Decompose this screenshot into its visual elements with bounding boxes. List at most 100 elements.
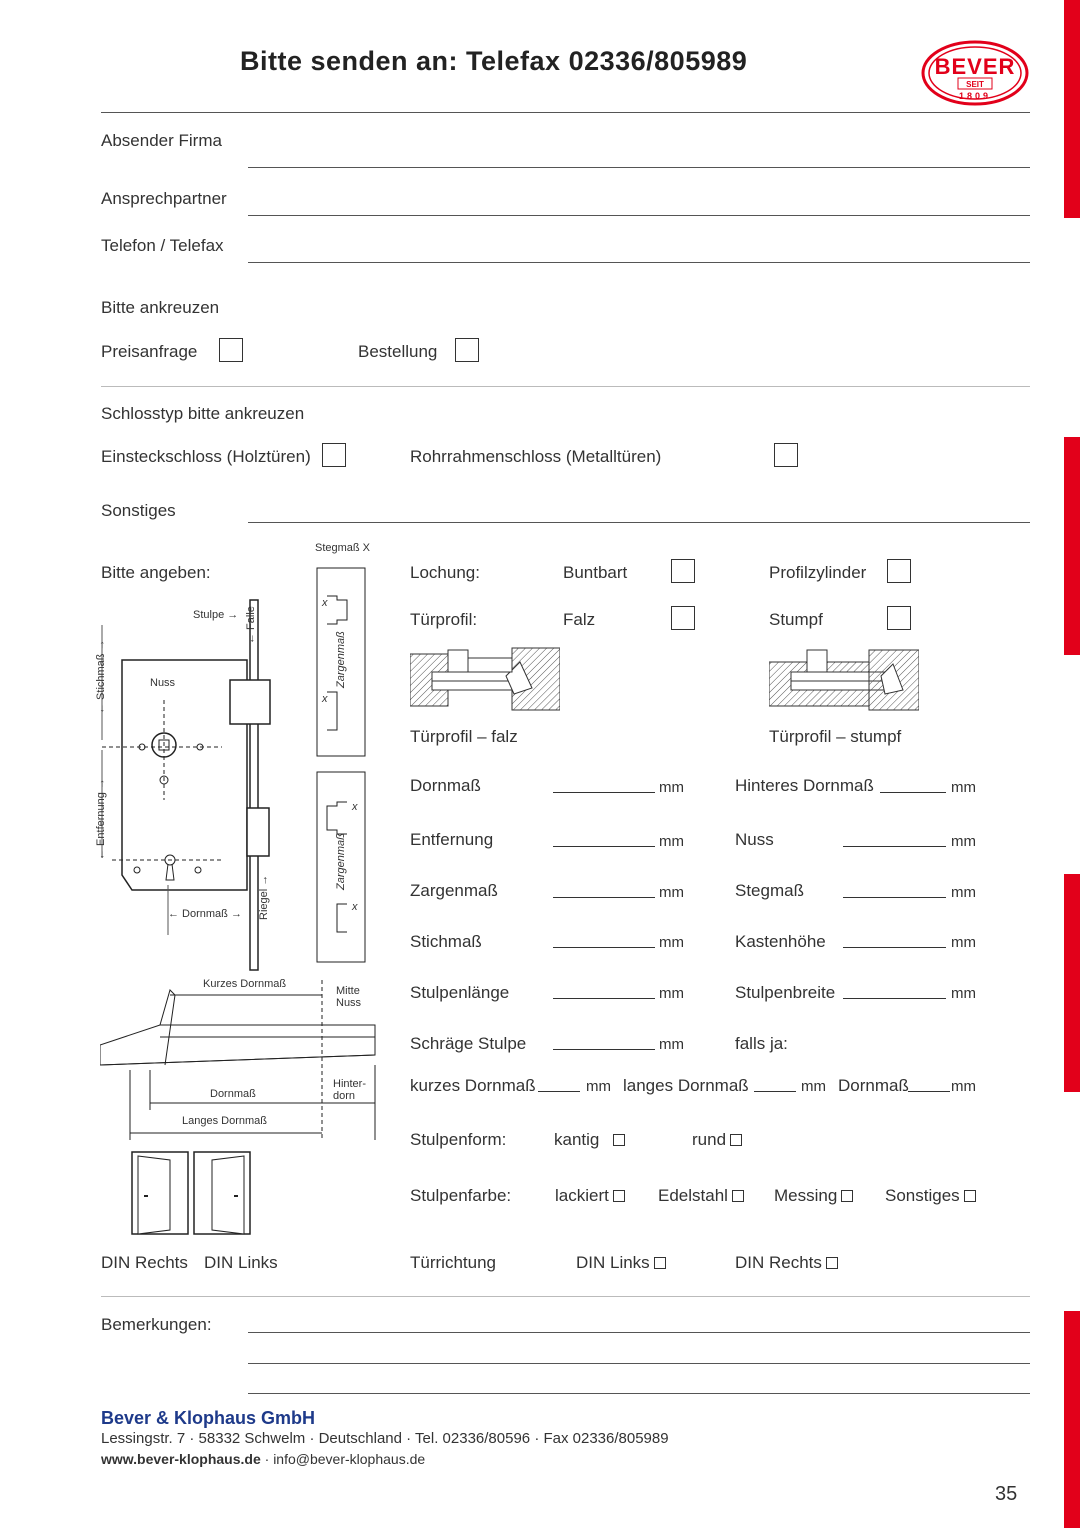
input-line[interactable] [553, 1049, 655, 1050]
checkbox-icon[interactable] [613, 1134, 626, 1146]
checkbox-icon[interactable] [612, 1190, 625, 1202]
unit: mm [659, 779, 684, 796]
rebate-label: Falz [563, 610, 596, 629]
input-line[interactable] [843, 998, 946, 999]
input-line[interactable] [553, 792, 655, 793]
bever-logo: BEVER SEIT 1809 [920, 40, 1030, 106]
short-backset-label: kurzes Dornmaß [410, 1076, 536, 1095]
short-backset-input[interactable] [538, 1091, 580, 1092]
header-divider [101, 112, 1030, 113]
unit: mm [951, 934, 976, 951]
color-option-other[interactable]: Sonstiges [885, 1187, 976, 1204]
door-left-icon [192, 1150, 252, 1236]
field-label: falls ja: [735, 1034, 788, 1053]
dornmass-label: ← Dornmaß → [168, 908, 242, 920]
input-line[interactable] [553, 846, 655, 847]
long-backset-label: langes Dornmaß [623, 1076, 749, 1095]
long-backset-dim: Langes Dornmaß [182, 1115, 267, 1127]
bit-key-checkbox[interactable] [671, 559, 695, 583]
checkbox-icon[interactable] [841, 1190, 854, 1202]
unit: mm [659, 934, 684, 951]
phone-field[interactable] [248, 262, 1030, 263]
door-profile-flush-drawing [768, 636, 920, 712]
remarks-line-2[interactable] [248, 1363, 1030, 1364]
field-label: Schräge Stulpe [410, 1034, 527, 1053]
input-line[interactable] [553, 897, 655, 898]
divider [101, 1296, 1030, 1297]
backset-input[interactable] [908, 1091, 950, 1092]
input-line[interactable] [553, 998, 655, 999]
company-label: Absender Firma [101, 131, 222, 150]
profile-cyl-checkbox[interactable] [887, 559, 911, 583]
other-label: Sonstiges [101, 501, 176, 520]
unit: mm [586, 1078, 611, 1095]
checkbox-icon[interactable] [963, 1190, 976, 1202]
color-option-painted[interactable]: lackiert [555, 1187, 625, 1204]
riegel-label: Riegel → [258, 874, 270, 920]
input-line[interactable] [843, 846, 946, 847]
svg-text:BEVER: BEVER [935, 54, 1016, 79]
remarks-line-1[interactable] [248, 1332, 1030, 1333]
quote-label: Preisanfrage [101, 342, 198, 361]
checkbox-icon[interactable] [730, 1134, 743, 1146]
side-tab-1 [1064, 0, 1080, 218]
center-follower-dim: Mitte Nuss [336, 985, 362, 1009]
x-marker: x [352, 901, 358, 913]
shape-option-angular[interactable]: kantig [554, 1131, 626, 1148]
footer-web[interactable]: www.bever-klophaus.de [101, 1451, 261, 1467]
checkbox-icon[interactable] [653, 1257, 666, 1269]
color-option-brass[interactable]: Messing [774, 1187, 854, 1204]
side-tab-2 [1064, 437, 1080, 655]
specs-prompt: Bitte angeben: [101, 563, 211, 582]
unit: mm [659, 985, 684, 1002]
field-label: Stulpenlänge [410, 983, 510, 1002]
rear-backset-dim: Hinter- dorn [333, 1078, 367, 1102]
unit: mm [659, 1036, 684, 1053]
backset-dim: Dornmaß [210, 1088, 256, 1100]
check-prompt: Bitte ankreuzen [101, 298, 220, 317]
unit: mm [951, 985, 976, 1002]
unit: mm [801, 1078, 826, 1095]
footer-address: Lessingstr. 7 · 58332 Schwelm · Deutschl… [101, 1430, 669, 1447]
stegmass-label: Stegmaß X [315, 542, 371, 554]
contact-field[interactable] [248, 215, 1030, 216]
checkbox-icon[interactable] [825, 1257, 838, 1269]
tube-frame-checkbox[interactable] [774, 443, 798, 467]
input-line[interactable] [843, 947, 946, 948]
short-backset-dim: Kurzes Dornmaß [203, 978, 287, 990]
direction-option-left[interactable]: DIN Links [576, 1254, 666, 1271]
unit: mm [951, 884, 976, 901]
company-field[interactable] [248, 167, 1030, 168]
unit: mm [659, 884, 684, 901]
color-option-steel[interactable]: Edelstahl [658, 1187, 744, 1204]
tube-frame-label: Rohrrahmenschloss (Metalltüren) [410, 447, 662, 466]
mortise-checkbox[interactable] [322, 443, 346, 467]
checkbox-icon[interactable] [731, 1190, 744, 1202]
remarks-line-3[interactable] [248, 1393, 1030, 1394]
input-line[interactable] [843, 897, 946, 898]
door-right-icon [130, 1150, 190, 1236]
side-tab-4 [1064, 1311, 1080, 1528]
quote-checkbox[interactable] [219, 338, 243, 362]
shape-option-round[interactable]: rund [692, 1131, 743, 1148]
field-label: Stichmaß [410, 932, 482, 951]
profile-cyl-label: Profilzylinder [769, 563, 867, 582]
unit: mm [951, 833, 976, 850]
flush-checkbox[interactable] [887, 606, 911, 630]
field-label: Hinteres Dornmaß [735, 776, 874, 795]
side-tab-3 [1064, 874, 1080, 1092]
rebate-checkbox[interactable] [671, 606, 695, 630]
long-backset-input[interactable] [754, 1091, 796, 1092]
faceplate-color-label: Stulpenfarbe: [410, 1186, 512, 1205]
input-line[interactable] [553, 947, 655, 948]
other-field[interactable] [248, 522, 1030, 523]
order-checkbox[interactable] [455, 338, 479, 362]
x-marker: x [352, 801, 358, 813]
unit: mm [951, 1078, 976, 1095]
x-marker: x [322, 597, 328, 609]
door-profile-rebate-drawing [409, 636, 561, 712]
direction-option-right[interactable]: DIN Rechts [735, 1254, 838, 1271]
footer-email[interactable]: · info@bever-klophaus.de [260, 1451, 426, 1467]
svg-text:SEIT: SEIT [966, 80, 984, 89]
input-line[interactable] [880, 792, 946, 793]
